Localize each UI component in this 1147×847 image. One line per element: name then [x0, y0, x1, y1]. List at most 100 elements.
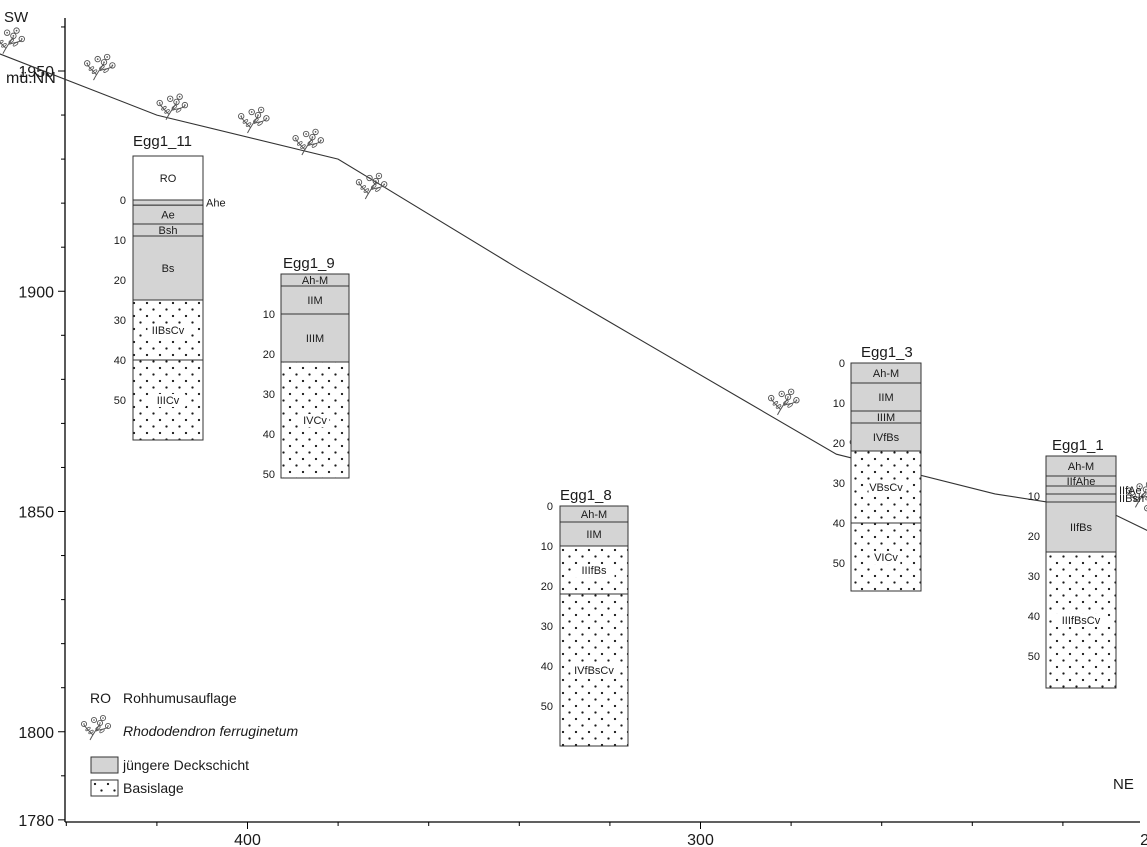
legend-label-basal: Basislage — [123, 780, 184, 796]
legend-label-plant: Rhododendron ferruginetum — [123, 723, 298, 739]
horizon-layer — [850, 422, 922, 452]
plant-icon — [1125, 481, 1147, 508]
soil-profile: Egg1_1Ah-MIIfAheIIfAeIIBshIIfBsIIIfBsCv1… — [1028, 437, 1144, 689]
basal-swatch — [90, 779, 119, 797]
horizon-label: Ah-M — [1068, 461, 1094, 473]
profile-title: Egg1_3 — [861, 344, 913, 361]
horizon-label: IIBsCv — [152, 325, 185, 337]
soil-profile: Egg1_11ROAheAeBshBsIIBsCvIIICv0102030405… — [114, 133, 226, 441]
depth-tick-label: 0 — [839, 358, 845, 370]
label-backdrop — [1054, 614, 1108, 627]
horizon-label: Bs — [162, 263, 175, 275]
legend: RO Rhododendron ferruginetum Rohhumusauf… — [80, 690, 298, 797]
horizon-layer — [1045, 501, 1117, 553]
depth-tick-label: 10 — [114, 235, 126, 247]
depth-tick-label: 0 — [120, 195, 126, 207]
depth-tick-label: 50 — [833, 558, 845, 570]
depth-tick-label: 30 — [1028, 571, 1040, 583]
horizon-label: Ah-M — [302, 275, 328, 287]
horizon-label: Ae — [161, 210, 174, 222]
horizon-label: IIfBs — [1070, 522, 1093, 534]
horizon-label: VICv — [874, 552, 898, 564]
plant-icon — [292, 128, 324, 156]
depth-tick-label: 30 — [541, 621, 553, 633]
horizon-label: IIfAhe — [1067, 476, 1096, 488]
horizon-layer — [132, 155, 204, 201]
label-backdrop — [871, 551, 901, 564]
depth-tick-label: 10 — [541, 541, 553, 553]
profile-title: Egg1_11 — [133, 133, 192, 150]
horizon-layer — [1045, 485, 1117, 495]
depth-tick-label: 10 — [1028, 491, 1040, 503]
horizon-label: Ahe — [206, 198, 226, 210]
plant-icon — [238, 106, 270, 134]
label-backdrop — [150, 394, 186, 407]
horizon-label: IVfBsCv — [574, 665, 614, 677]
depth-tick-label: 20 — [263, 349, 275, 361]
horizon-label: IIIfBsCv — [1062, 615, 1101, 627]
terrain-profile-line — [0, 53, 1147, 531]
depth-tick-label: 50 — [1028, 651, 1040, 663]
plant-icon — [355, 172, 388, 200]
cover-swatch — [90, 756, 119, 774]
horizon-label: Ah-M — [581, 509, 607, 521]
depth-tick-label: 50 — [114, 395, 126, 407]
depth-tick-label: 0 — [547, 501, 553, 513]
horizon-label: Bsh — [159, 225, 178, 237]
soil-profile: Egg1_3Ah-MIIMIIIMIVfBsVBsCvVICv010203040… — [833, 344, 922, 592]
depth-tick-label: 40 — [114, 355, 126, 367]
soil-profiles: Egg1_11ROAheAeBshBsIIBsCvIIICv0102030405… — [114, 133, 1144, 747]
x-tick-label: 400 — [234, 832, 261, 847]
legend-label-ro: Rohhumusauflage — [123, 690, 237, 706]
depth-tick-label: 40 — [541, 661, 553, 673]
plant-icon — [156, 93, 189, 121]
label-backdrop — [868, 481, 904, 494]
depth-tick-label: 20 — [114, 275, 126, 287]
y-unit-label: mü.NN — [6, 70, 56, 87]
horizon-layer — [1045, 493, 1117, 503]
horizon-label: IIM — [307, 295, 322, 307]
horizon-label: IIBsh — [1119, 493, 1144, 505]
horizon-label: IIM — [586, 529, 601, 541]
depth-tick-label: 30 — [114, 315, 126, 327]
horizon-label: IIM — [878, 392, 893, 404]
horizon-layer — [559, 521, 629, 547]
plant-icon — [0, 27, 25, 54]
label-backdrop — [573, 564, 615, 577]
depth-tick-label: 40 — [263, 429, 275, 441]
corner-label-sw: SW — [4, 9, 29, 26]
legend-symbol-ro: RO — [90, 690, 111, 706]
horizon-label: IVCv — [303, 415, 327, 427]
plant-icon — [768, 388, 800, 416]
profile-title: Egg1_9 — [283, 255, 335, 272]
y-tick-label: 1950 — [18, 64, 54, 81]
horizon-label: Ah-M — [873, 368, 899, 380]
depth-tick-label: 10 — [263, 309, 275, 321]
horizon-layer — [132, 199, 204, 206]
horizon-label: RO — [160, 173, 177, 185]
horizon-label: IIIM — [306, 333, 324, 345]
label-backdrop — [570, 664, 618, 677]
depth-tick-label: 20 — [541, 581, 553, 593]
x-axis-ticks: 400300200100 — [65, 822, 1147, 847]
label-backdrop — [300, 414, 330, 427]
horizon-layer — [280, 285, 350, 315]
depth-tick-label: 10 — [833, 398, 845, 410]
label-backdrop — [147, 324, 189, 337]
legend-label-cover: jüngere Deckschicht — [122, 757, 249, 773]
y-tick-label: 1800 — [18, 725, 54, 742]
plant-icon — [84, 53, 116, 81]
depth-tick-label: 20 — [1028, 531, 1040, 543]
depth-tick-label: 40 — [1028, 611, 1040, 623]
horizon-label: IIfAe — [1119, 485, 1142, 497]
y-tick-label: 1850 — [18, 505, 54, 522]
x-tick-label: 200 — [1140, 832, 1147, 847]
horizon-label: IIIM — [877, 412, 895, 424]
horizon-label: IIIfBs — [581, 565, 607, 577]
depth-tick-label: 50 — [541, 701, 553, 713]
horizon-layer — [280, 313, 350, 363]
y-tick-label: 1900 — [18, 284, 54, 301]
